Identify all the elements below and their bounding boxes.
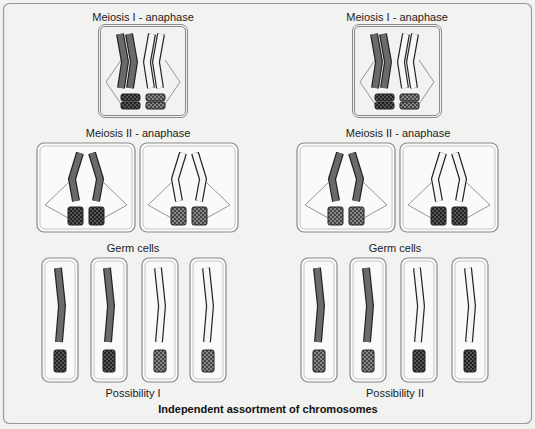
- chromatid: [158, 268, 162, 342]
- cell-outline: [301, 258, 337, 382]
- chromatid: [410, 34, 415, 88]
- spindle-fiber: [102, 205, 127, 219]
- chromatid: [417, 268, 421, 342]
- short-chromosome: [452, 207, 467, 225]
- short-chromosome: [103, 350, 115, 372]
- spindle-fiber: [205, 205, 230, 219]
- chromatid: [374, 34, 379, 88]
- possibility-label: Possibility II: [366, 387, 424, 399]
- spindle-fiber: [207, 183, 230, 205]
- cell-outline: [142, 258, 178, 382]
- spindle-fiber: [408, 183, 431, 205]
- cell-outline: [350, 258, 386, 382]
- chromatid: [72, 153, 80, 201]
- chromatid: [366, 268, 370, 342]
- chromatid: [92, 153, 100, 201]
- spindle-fiber: [165, 60, 180, 82]
- chromatid: [175, 153, 183, 201]
- cell-outline: [140, 143, 238, 232]
- spindle-fiber: [305, 183, 328, 205]
- possibility-label: Possibility I: [105, 387, 160, 399]
- short-chromosome: [146, 102, 165, 109]
- spindle-fiber: [165, 82, 180, 104]
- chromatid: [435, 153, 443, 201]
- stage-heading: Meiosis II - anaphase: [346, 127, 451, 139]
- stage-heading: Meiosis II - anaphase: [86, 127, 191, 139]
- short-chromosome: [121, 102, 140, 109]
- short-chromosome: [431, 207, 446, 225]
- chromatid: [156, 34, 161, 88]
- chromatid: [383, 34, 388, 88]
- spindle-fiber: [465, 205, 490, 219]
- spindle-fiber: [408, 205, 433, 219]
- short-chromosome: [464, 350, 476, 372]
- chromatid: [401, 34, 406, 88]
- spindle-fiber: [148, 205, 173, 219]
- short-chromosome: [54, 350, 66, 372]
- cell-outline: [190, 258, 226, 382]
- short-chromosome: [400, 102, 419, 109]
- chromatid: [332, 153, 340, 201]
- chromatid: [120, 34, 125, 88]
- cell-outline: [297, 143, 395, 232]
- spindle-fiber: [419, 60, 434, 82]
- chromatid: [147, 34, 152, 88]
- short-chromosome: [349, 207, 364, 225]
- spindle-fiber: [362, 205, 387, 219]
- short-chromosome: [89, 207, 104, 225]
- chromatid: [455, 153, 463, 201]
- figure-caption: Independent assortment of chromosomes: [158, 403, 377, 415]
- cell-box: Meiosis I - anaphase: [98, 24, 188, 118]
- chromatid: [352, 153, 360, 201]
- chromatid: [317, 268, 321, 342]
- cell-outline: [400, 143, 498, 232]
- short-chromosome: [375, 94, 394, 101]
- cell-box: Meiosis I - anaphase: [352, 24, 442, 118]
- chromatid: [58, 268, 62, 342]
- cell-outline: [37, 143, 135, 232]
- short-chromosome: [313, 350, 325, 372]
- spindle-fiber: [419, 82, 434, 104]
- chromatid: [195, 153, 203, 201]
- chromatid: [107, 268, 111, 342]
- short-chromosome: [171, 207, 186, 225]
- cell-outline: [401, 258, 437, 382]
- short-chromosome: [413, 350, 425, 372]
- short-chromosome: [202, 350, 214, 372]
- short-chromosome: [362, 350, 374, 372]
- cell-outline: [452, 258, 488, 382]
- short-chromosome: [328, 207, 343, 225]
- cell-outline: [91, 258, 127, 382]
- chromatid: [129, 34, 134, 88]
- chromatid: [468, 268, 472, 342]
- spindle-fiber: [45, 183, 68, 205]
- short-chromosome: [68, 207, 83, 225]
- short-chromosome: [375, 102, 394, 109]
- short-chromosome: [154, 350, 166, 372]
- short-chromosome: [146, 94, 165, 101]
- chromatid: [206, 268, 210, 342]
- outer-frame: [4, 4, 532, 424]
- stage-heading: Germ cells: [369, 242, 422, 254]
- spindle-fiber: [104, 183, 127, 205]
- stage-heading: Meiosis I - anaphase: [346, 11, 448, 23]
- cell-outline: [42, 258, 78, 382]
- stage-heading: Meiosis I - anaphase: [92, 11, 194, 23]
- stage-heading: Germ cells: [107, 242, 160, 254]
- short-chromosome: [400, 94, 419, 101]
- spindle-fiber: [467, 183, 490, 205]
- short-chromosome: [121, 94, 140, 101]
- spindle-fiber: [45, 205, 70, 219]
- spindle-fiber: [305, 205, 330, 219]
- spindle-fiber: [148, 183, 171, 205]
- spindle-fiber: [364, 183, 387, 205]
- short-chromosome: [192, 207, 207, 225]
